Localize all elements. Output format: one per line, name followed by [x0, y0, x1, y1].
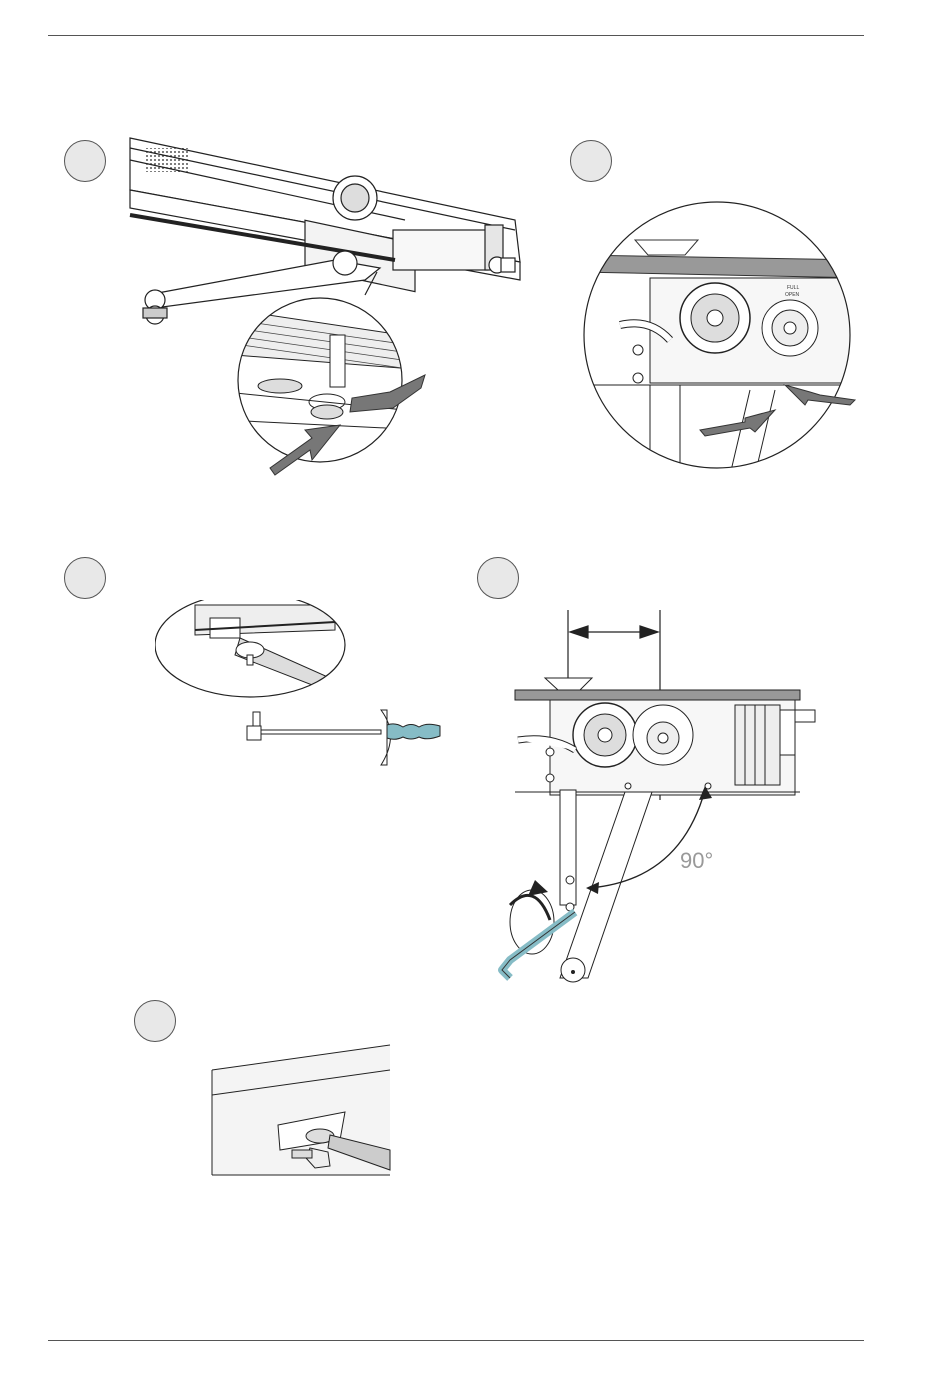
figure-3-arm-and-screwdriver: [155, 600, 455, 770]
figure-5-arm-mount: [210, 1040, 392, 1180]
dial-full-label: FULL: [787, 285, 799, 291]
step-2-marker: [570, 140, 612, 182]
step-5-marker: [134, 1000, 176, 1042]
step-3-marker: [64, 557, 106, 599]
bottom-rule: [48, 1340, 864, 1341]
screwdriver-icon: [247, 710, 440, 765]
figure-1-operator-arm: [125, 130, 535, 480]
figure-2-motor-close-up: FULL OPEN: [580, 200, 865, 475]
step-4-marker: [477, 557, 519, 599]
top-rule: [48, 35, 864, 36]
angle-label: 90°: [680, 848, 713, 873]
figure-4-arm-angle-adjustment: 90°: [480, 610, 840, 990]
detail-circle-1: [225, 290, 435, 470]
dial-open-label: OPEN: [785, 292, 800, 298]
step-1-marker: [64, 140, 106, 182]
